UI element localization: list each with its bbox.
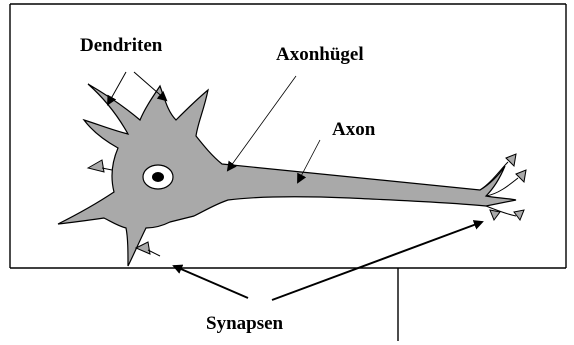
- synapse-terminal: [506, 154, 516, 166]
- neuron-cell-body: [58, 84, 516, 266]
- synapse-terminal: [490, 210, 500, 220]
- synapsen-arrow-right: [272, 222, 482, 300]
- label-dendriten: Dendriten: [80, 36, 162, 55]
- dendriten-arrow-right: [134, 72, 166, 100]
- label-axon: Axon: [332, 120, 375, 139]
- nucleolus: [152, 172, 164, 182]
- axonhuegel-arrow: [228, 76, 296, 170]
- synapse-terminal: [516, 170, 526, 182]
- synapse-terminal: [88, 160, 104, 172]
- synapse-terminal: [514, 210, 524, 220]
- label-axonhuegel: Axonhügel: [276, 45, 364, 64]
- label-synapsen: Synapsen: [206, 314, 283, 333]
- synapsen-arrow-left: [174, 266, 248, 298]
- dendriten-arrow-left: [108, 72, 126, 104]
